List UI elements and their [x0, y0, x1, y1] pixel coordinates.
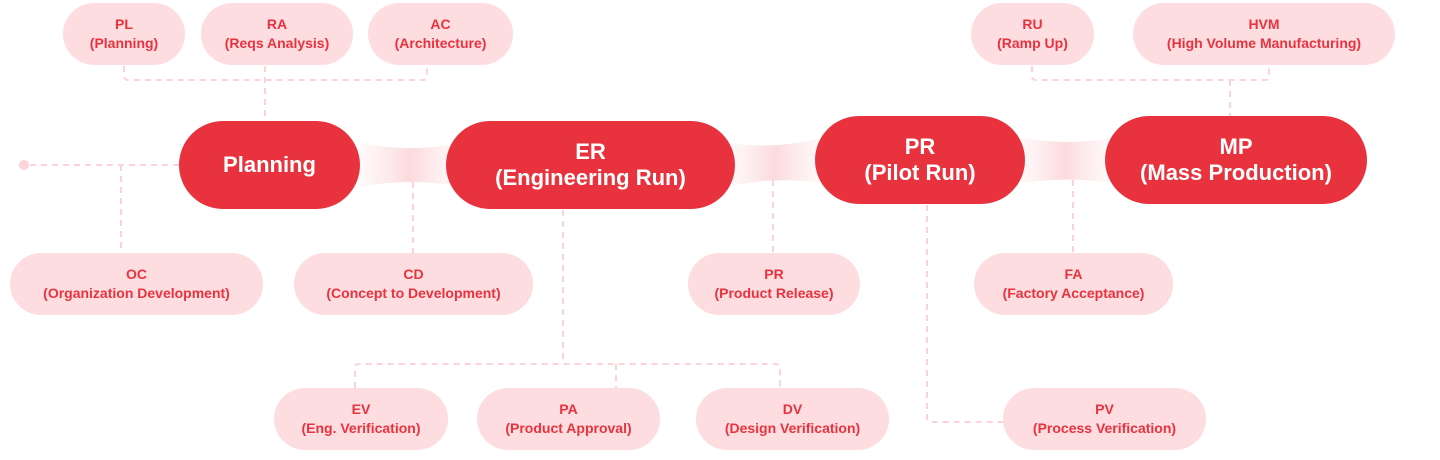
substep-dv-abbr: DV [782, 401, 803, 417]
substep-ru-abbr: RU [1022, 16, 1043, 32]
connector-er-bottom [354, 210, 781, 388]
substep-product-release[interactable]: PR (Product Release) [688, 253, 860, 315]
stage-planning[interactable]: Planning [179, 121, 360, 209]
stage-er[interactable]: ER (Engineering Run) [446, 121, 735, 209]
substep-fa[interactable]: FA (Factory Acceptance) [974, 253, 1173, 315]
stage-mp-abbr: MP [1219, 134, 1253, 159]
substep-oc-label: (Organization Development) [43, 285, 230, 301]
connector-planning-top [123, 66, 428, 121]
substep-ev[interactable]: EV (Eng. Verification) [274, 388, 448, 450]
stage-pr-label: (Pilot Run) [864, 160, 976, 185]
substep-pl[interactable]: PL (Planning) [63, 3, 185, 65]
stage-er-label: (Engineering Run) [495, 165, 686, 190]
substep-pv-abbr: PV [1095, 401, 1114, 417]
substep-ev-abbr: EV [351, 401, 371, 417]
substep-hvm-label: (High Volume Manufacturing) [1166, 35, 1362, 51]
substep-oc-abbr: OC [126, 266, 147, 282]
bridge-pr-mp [1020, 138, 1110, 183]
bridge-er-pr [728, 138, 822, 187]
substep-fa-abbr: FA [1064, 266, 1083, 282]
substep-oc[interactable]: OC (Organization Development) [10, 253, 263, 315]
substep-hvm-abbr: HVM [1248, 16, 1280, 32]
stage-planning-label: Planning [223, 152, 316, 177]
start-dot [19, 160, 29, 170]
substep-pl-label: (Planning) [89, 35, 159, 51]
substep-ev-label: (Eng. Verification) [301, 420, 421, 436]
substep-ra-label: (Reqs Analysis) [224, 35, 330, 51]
substep-ru[interactable]: RU (Ramp Up) [971, 3, 1094, 65]
substep-pv[interactable]: PV (Process Verification) [1003, 388, 1206, 450]
substep-hvm[interactable]: HVM (High Volume Manufacturing) [1133, 3, 1395, 65]
connector-mp-top [1031, 66, 1270, 116]
substep-fa-label: (Factory Acceptance) [1002, 285, 1145, 301]
substep-ac-abbr: AC [430, 16, 451, 32]
stage-pr-abbr: PR [904, 134, 936, 159]
substep-ac[interactable]: AC (Architecture) [368, 3, 513, 65]
substep-pa-label: (Product Approval) [505, 420, 632, 436]
substep-dv[interactable]: DV (Design Verification) [696, 388, 889, 450]
substep-cd[interactable]: CD (Concept to Development) [294, 253, 533, 315]
substep-pa[interactable]: PA (Product Approval) [477, 388, 660, 450]
substep-pv-label: (Process Verification) [1032, 420, 1177, 436]
substep-ra-abbr: RA [266, 16, 288, 32]
substep-pa-abbr: PA [559, 401, 578, 417]
substep-cd-label: (Concept to Development) [326, 285, 501, 301]
substep-pl-abbr: PL [115, 16, 133, 32]
bridge-planning-er [360, 143, 460, 187]
substep-ru-label: (Ramp Up) [997, 35, 1068, 51]
connector-pv [926, 205, 1003, 423]
substep-dv-label: (Design Verification) [724, 420, 861, 436]
stage-mp[interactable]: MP (Mass Production) [1105, 116, 1367, 204]
stage-er-abbr: ER [575, 139, 606, 164]
substep-product-release-abbr: PR [764, 266, 784, 282]
stage-mp-label: (Mass Production) [1140, 160, 1332, 185]
substep-ra[interactable]: RA (Reqs Analysis) [201, 3, 353, 65]
substep-ac-label: (Architecture) [394, 35, 487, 51]
stage-pr[interactable]: PR (Pilot Run) [815, 116, 1025, 204]
substep-product-release-label: (Product Release) [714, 285, 834, 301]
substep-cd-abbr: CD [403, 266, 424, 282]
